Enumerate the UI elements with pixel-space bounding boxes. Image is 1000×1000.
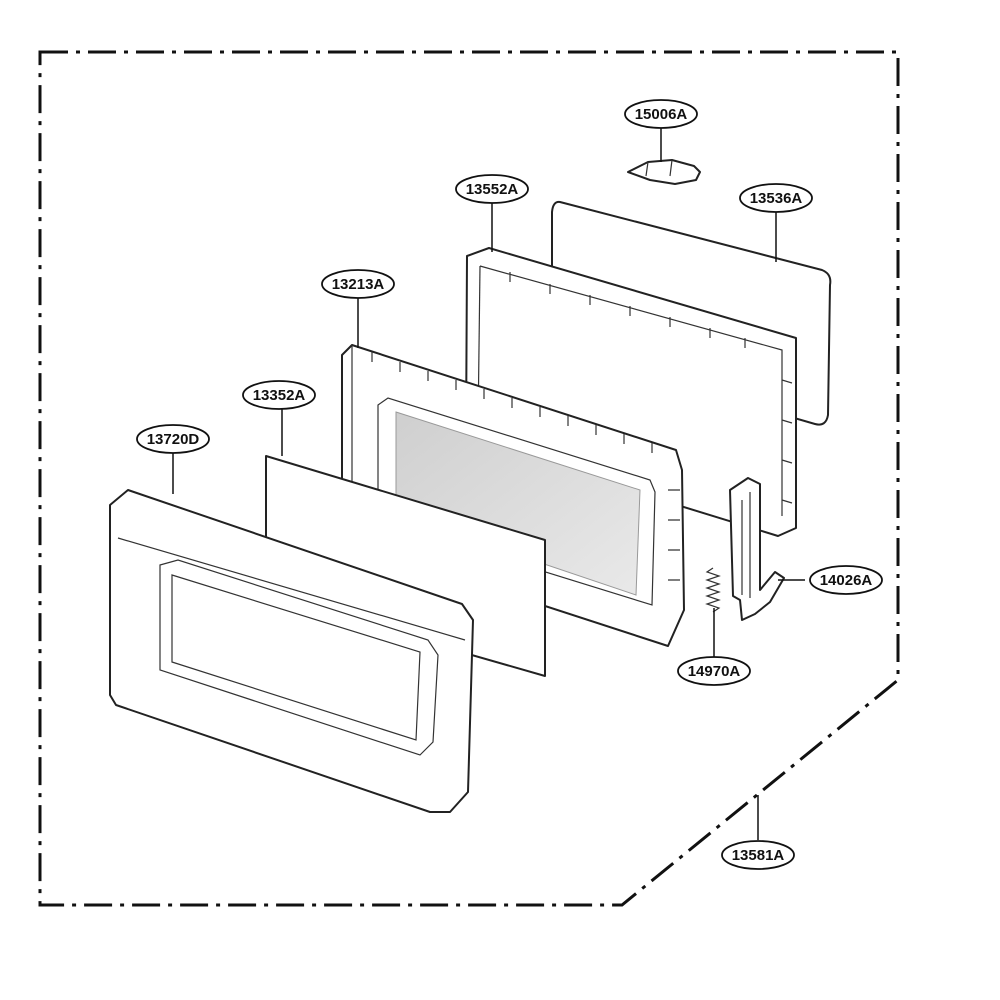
callout-13581a: 13581A: [721, 840, 795, 870]
callout-13536a: 13536A: [739, 183, 813, 213]
callout-13352a-label: 13352A: [253, 387, 306, 404]
part-13720d-front-frame: [109, 489, 474, 813]
callout-14970a-label: 14970A: [688, 663, 741, 680]
part-13213a-door-chassis: [341, 344, 685, 647]
callout-15006a: 15006A: [624, 99, 698, 129]
callout-13552a: 13552A: [455, 174, 529, 204]
part-14026a-latch: [729, 477, 785, 621]
callout-13581a-label: 13581A: [732, 847, 785, 864]
part-14970a-spring: [705, 567, 721, 613]
callout-14970a: 14970A: [677, 656, 751, 686]
callout-13213a-label: 13213A: [332, 276, 385, 293]
callout-14026a: 14026A: [809, 565, 883, 595]
callout-13552a-label: 13552A: [466, 181, 519, 198]
callout-13536a-label: 13536A: [750, 190, 803, 207]
part-15006a-clip: [627, 159, 701, 185]
assembly-boundary: [38, 50, 900, 907]
callout-13352a: 13352A: [242, 380, 316, 410]
callout-15006a-label: 15006A: [635, 106, 688, 123]
callout-13720d-label: 13720D: [147, 431, 200, 448]
callout-13213a: 13213A: [321, 269, 395, 299]
callout-13720d: 13720D: [136, 424, 210, 454]
callout-14026a-label: 14026A: [820, 572, 873, 589]
